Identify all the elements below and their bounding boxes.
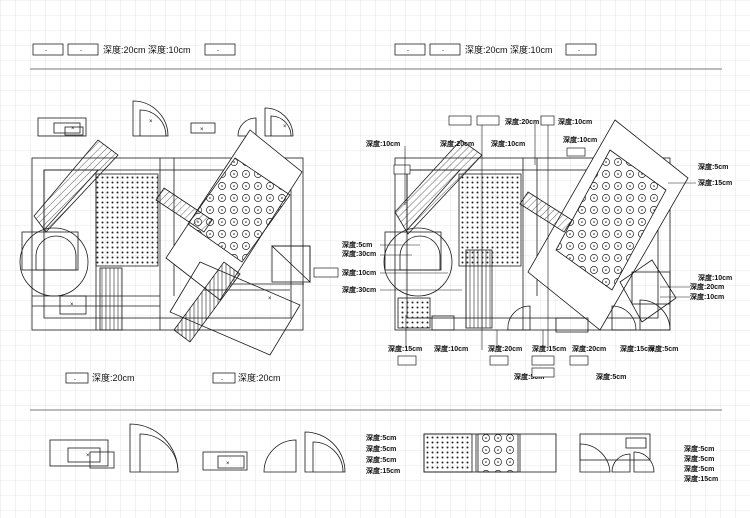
legend-depth: 深度:5cm: [366, 455, 396, 464]
legend-depths-right: 深度:5cm 深度:5cm 深度:5cm 深度:15cm: [684, 444, 718, 483]
plan-mark: ×: [200, 127, 204, 133]
depth-label: 深度:5cm: [342, 240, 372, 249]
right-plan-top-labels: 深度:20cm 深度:20cm 深度:10cm 深度:10cm 深度:10cm: [440, 115, 597, 157]
header-depth-label: 深度:20cm 深度:10cm: [465, 44, 553, 55]
depth-label: 深度:10cm: [342, 268, 376, 277]
depth-label: 深度:10cm: [563, 135, 597, 144]
legend-symbols: [49, 423, 655, 473]
depth-label: 深度:5cm: [648, 344, 678, 353]
legend-depth: 深度:15cm: [684, 474, 718, 483]
plan-mark: ×: [71, 126, 75, 132]
depth-label: 深度:30cm: [342, 249, 376, 258]
legend-depth: 深度:5cm: [366, 444, 396, 453]
header-mark: -: [80, 48, 82, 54]
depth-label: 深度:5cm: [596, 372, 626, 381]
leader-lines: [380, 124, 696, 350]
header-mark: -: [217, 48, 219, 54]
depth-label: 深度:20cm: [440, 139, 474, 148]
depth-label: 深度:5cm: [698, 162, 728, 171]
legend-mark: ×: [86, 453, 90, 459]
depth-label: 深度:15cm: [698, 178, 732, 187]
header-mark: -: [442, 48, 444, 54]
caption-depth: 深度:20cm: [238, 372, 281, 383]
depth-label: 深度:15cm: [388, 344, 422, 353]
plan-mark: ×: [268, 296, 272, 302]
depth-label: 深度:20cm: [488, 344, 522, 353]
plan-mark: ×: [283, 124, 287, 130]
depth-label: 深度:10cm: [434, 344, 468, 353]
legend-depth: 深度:5cm: [684, 454, 714, 463]
caption-mark: -: [221, 377, 223, 383]
header-right: - - 深度:20cm 深度:10cm -: [394, 43, 597, 56]
legend-mark: ×: [226, 461, 230, 467]
depth-label: 深度:20cm: [690, 282, 724, 291]
legend-depth: 深度:15cm: [366, 466, 400, 475]
right-plan-right-labels: 深度:5cm 深度:15cm 深度:10cm 深度:20cm 深度:10cm: [690, 162, 732, 301]
header-left: - - 深度:20cm 深度:10cm -: [32, 43, 236, 56]
header-depth-label: 深度:20cm 深度:10cm: [103, 44, 191, 55]
legend-depths-left: 深度:5cm 深度:5cm 深度:5cm 深度:15cm: [366, 433, 400, 475]
legend-depth: 深度:5cm: [684, 464, 714, 473]
depth-label: 深度:10cm: [491, 139, 525, 148]
right-plan-bottom-labels: 深度:15cm 深度:10cm 深度:20cm 深度:15cm 深度:20cm …: [388, 344, 678, 381]
depth-label: 深度:30cm: [342, 285, 376, 294]
depth-label: 深度:20cm: [505, 117, 539, 126]
depth-label: 深度:15cm: [532, 344, 566, 353]
plan-mark: ×: [149, 119, 153, 125]
header-mark: -: [407, 48, 409, 54]
depth-label: 深度:10cm: [690, 292, 724, 301]
legend-depth: 深度:5cm: [366, 433, 396, 442]
header-mark: -: [578, 48, 580, 54]
right-plan: [383, 119, 689, 333]
depth-label: 深度:10cm: [366, 139, 400, 148]
caption-depth: 深度:20cm: [92, 372, 135, 383]
left-plan: [19, 100, 311, 356]
depth-label: 深度:5cm: [514, 372, 544, 381]
depth-label: 深度:15cm: [620, 344, 654, 353]
depth-label: 深度:10cm: [698, 273, 732, 282]
caption-mark: -: [74, 377, 76, 383]
left-plan-captions: - 深度:20cm - 深度:20cm: [65, 372, 281, 384]
legend-depth: 深度:5cm: [684, 444, 714, 453]
plan-mark: ×: [70, 302, 74, 308]
depth-label: 深度:20cm: [572, 344, 606, 353]
depth-label: 深度:10cm: [558, 117, 592, 126]
right-plan-left-labels: 深度:10cm 深度:5cm 深度:30cm 深度:10cm 深度:30cm: [313, 139, 411, 294]
header-mark: -: [45, 48, 47, 54]
